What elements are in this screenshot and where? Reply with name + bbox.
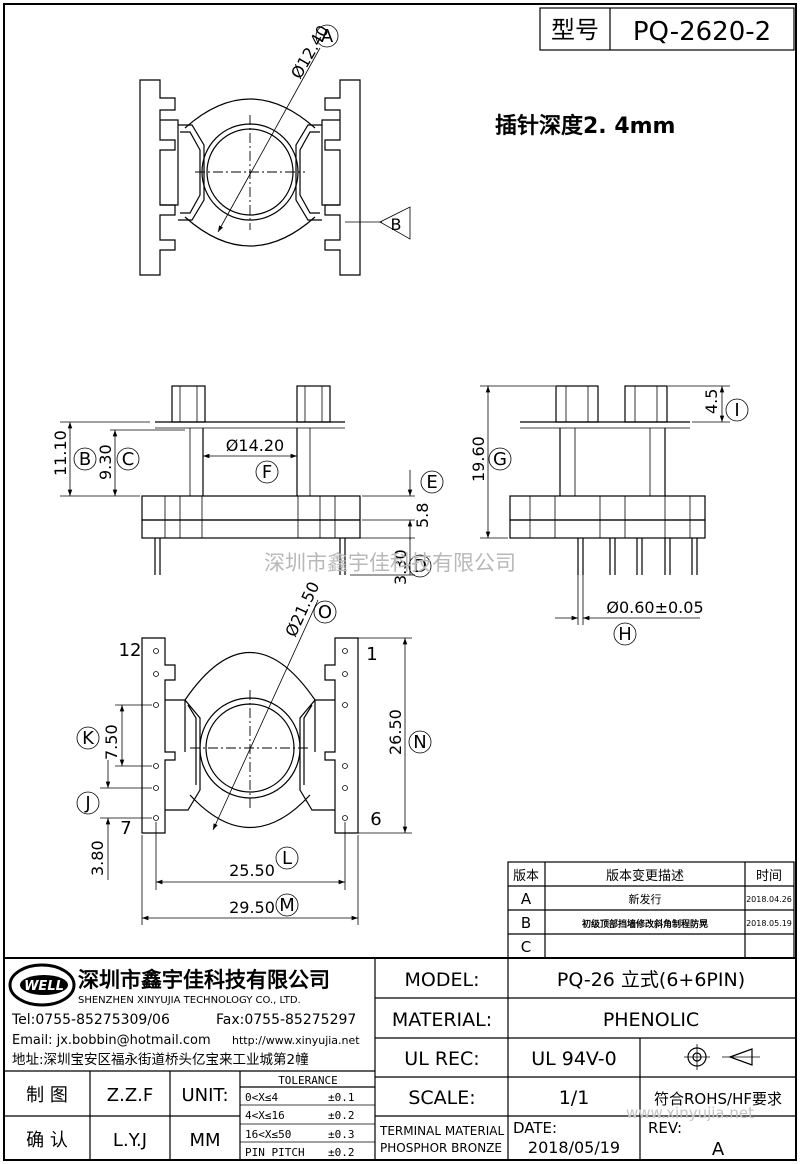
top-tag-b: B xyxy=(391,215,402,234)
bottom-dim-k: 7.50 xyxy=(102,724,121,760)
check-label: 确 认 xyxy=(26,1130,68,1151)
front-dim-e: 5.8 xyxy=(413,503,432,528)
bottom-tag-n: N xyxy=(413,732,426,753)
tolerance-title: TOLERANCE xyxy=(278,1074,338,1087)
side-dim-g: 19.60 xyxy=(469,436,488,482)
side-tag-i: I xyxy=(734,400,739,421)
front-tag-d: D xyxy=(413,556,427,577)
bottom-tag-o: O xyxy=(318,602,332,623)
tol-value-1: ±0.1 xyxy=(328,1091,355,1104)
pin-6-label: 6 xyxy=(370,809,381,830)
tol-range-4: PIN PITCH xyxy=(245,1146,305,1159)
revision-table: 版本 版本变更描述 时间 A 新发行 2018.04.26 B 初级顶部挡墙修改… xyxy=(507,861,795,959)
company-name-cn: 深圳市鑫宇佳科技有限公司 xyxy=(78,968,330,992)
terminal-label: TERMINAL MATERIAL xyxy=(379,1124,504,1138)
rev-row-a-desc: 新发行 xyxy=(629,892,662,906)
side-tag-h: H xyxy=(618,624,632,645)
watermark-company: 深圳市鑫宇佳科技有限公司 xyxy=(264,551,516,575)
front-tag-f: F xyxy=(262,462,272,483)
projection-symbol-icon xyxy=(684,1044,760,1070)
rev-header-version: 版本 xyxy=(513,869,539,884)
model-value: PQ-26 立式(6+6PIN) xyxy=(557,969,745,991)
watermark-url: www.xinyujia.net xyxy=(626,1104,754,1122)
scale-value: 1/1 xyxy=(559,1087,590,1109)
front-dim-d: 3.30 xyxy=(391,549,410,585)
rev-label: REV: xyxy=(648,1119,682,1137)
ulrec-label: UL REC: xyxy=(404,1048,479,1070)
bottom-view: 12 1 7 6 Ø21.50 O 26.50 N 7.50 K 3.80 J xyxy=(76,579,432,925)
bottom-dim-n: 26.50 xyxy=(386,709,405,755)
terminal-value: PHOSPHOR BRONZE xyxy=(380,1141,502,1155)
bottom-tag-l: L xyxy=(282,848,292,869)
company-name-en: SHENZHEN XINYUJIA TECHNOLOGY CO., LTD. xyxy=(78,995,301,1006)
rev-row-b-rev: B xyxy=(521,914,531,932)
rev-header-date: 时间 xyxy=(756,869,782,884)
model-label: MODEL: xyxy=(405,969,480,991)
side-dim-h: Ø0.60±0.05 xyxy=(606,598,703,617)
bottom-dim-l: 25.50 xyxy=(229,861,275,880)
date-label: DATE: xyxy=(513,1119,557,1137)
company-address: 地址:深圳宝安区福永街道桥头亿宝来工业城第2幢 xyxy=(12,1051,309,1068)
side-view: 19.60 G 4.5 I Ø0.60±0.05 H xyxy=(469,385,749,646)
company-fax: Fax:0755-85275297 xyxy=(216,1012,356,1028)
material-value: PHENOLIC xyxy=(603,1009,699,1031)
front-tag-c: C xyxy=(122,449,135,470)
rev-row-b-date: 2018.05.19 xyxy=(746,919,792,928)
tol-range-2: 4<X≤16 xyxy=(245,1109,285,1122)
header-model-box: 型号 PQ-2620-2 xyxy=(539,7,795,51)
header-model-label: 型号 xyxy=(551,16,599,44)
front-dim-f: Ø14.20 xyxy=(226,436,284,455)
top-view: Ø12.40 A B xyxy=(139,22,411,276)
check-value: L.Y.J xyxy=(113,1130,147,1151)
bottom-dim-m: 29.50 xyxy=(229,898,275,917)
tol-range-1: 0<X≤4 xyxy=(245,1091,278,1104)
draw-label: 制 图 xyxy=(26,1085,68,1106)
ulrec-value: UL 94V-0 xyxy=(531,1048,617,1070)
bottom-dim-j: 3.80 xyxy=(88,840,107,876)
rev-value: A xyxy=(712,1139,725,1160)
title-block: WELL 深圳市鑫宇佳科技有限公司 SHENZHEN XINYUJIA TECH… xyxy=(4,957,796,1160)
front-view: 11.10 B 9.30 C Ø14.20 F 5.8 E 3.30 D xyxy=(51,385,444,585)
logo-text: WELL xyxy=(24,979,64,994)
rohs-note: 符合ROHS/HF要求 xyxy=(654,1090,782,1108)
side-dim-i: 4.5 xyxy=(702,389,721,414)
top-tag-a: A xyxy=(321,26,334,47)
tol-value-4: ±0.2 xyxy=(328,1146,355,1159)
bottom-tag-m: M xyxy=(279,895,295,916)
draw-value: Z.Z.F xyxy=(107,1085,153,1106)
rev-row-a-rev: A xyxy=(521,890,532,908)
bottom-tag-j: J xyxy=(84,793,90,814)
company-email: Email: jx.bobbin@hotmail.com xyxy=(12,1033,211,1048)
rev-row-b-desc: 初级顶部挡墙修改斜角制程防晃 xyxy=(582,918,708,930)
bottom-tag-k: K xyxy=(82,728,95,749)
tol-value-2: ±0.2 xyxy=(328,1109,355,1122)
front-tag-b: B xyxy=(79,449,91,470)
pin-1-label: 1 xyxy=(366,644,377,665)
tol-range-3: 16<X≤50 xyxy=(245,1128,291,1141)
side-tag-g: G xyxy=(493,449,507,470)
company-logo: WELL xyxy=(8,963,76,1007)
scale-label: SCALE: xyxy=(408,1087,475,1109)
tol-value-3: ±0.3 xyxy=(328,1128,355,1141)
front-dim-c: 9.30 xyxy=(96,444,115,480)
sheet-border xyxy=(3,3,797,1161)
rev-row-c-rev: C xyxy=(521,938,531,956)
pin-7-label: 7 xyxy=(120,818,131,839)
front-dim-b: 11.10 xyxy=(51,430,70,476)
unit-label: UNIT: xyxy=(181,1085,228,1106)
company-tel: Tel:0755-85275309/06 xyxy=(11,1012,170,1028)
material-label: MATERIAL: xyxy=(392,1009,492,1031)
pin-12-label: 12 xyxy=(119,640,142,661)
date-value: 2018/05/19 xyxy=(528,1138,620,1157)
company-web: http://www.xinyujia.net xyxy=(232,1034,360,1047)
header-model-value: PQ-2620-2 xyxy=(633,17,771,47)
front-tag-e: E xyxy=(426,472,437,493)
rev-row-a-date: 2018.04.26 xyxy=(746,895,792,904)
pin-depth-note: 插针深度2. 4mm xyxy=(495,113,675,139)
rev-header-desc: 版本变更描述 xyxy=(606,868,684,884)
unit-value: MM xyxy=(189,1130,220,1151)
